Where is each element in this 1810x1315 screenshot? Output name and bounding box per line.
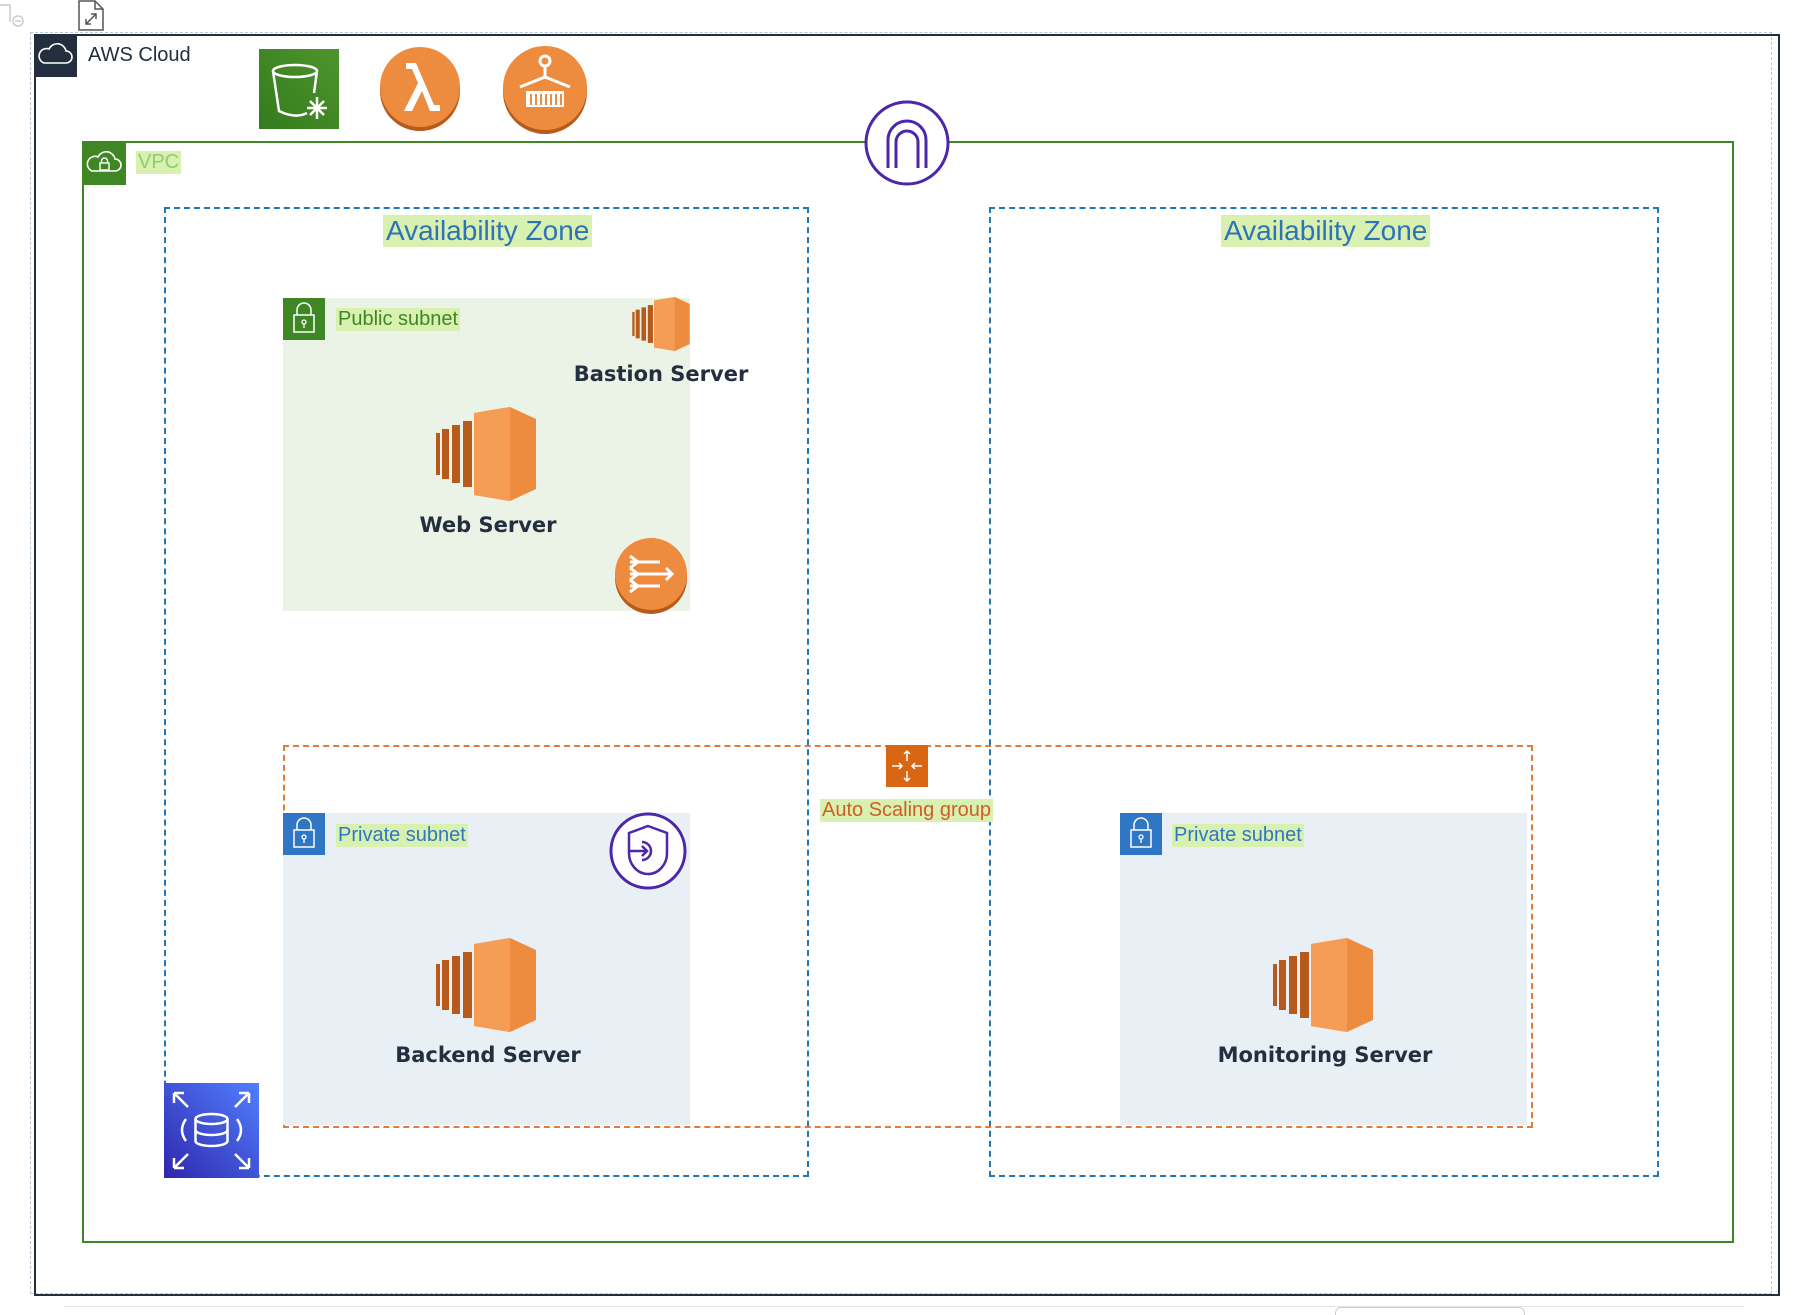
private-subnet-right-badge bbox=[1120, 813, 1162, 855]
monitoring-server-ec2-icon[interactable] bbox=[1273, 938, 1373, 1032]
nat-gateway-icon[interactable] bbox=[612, 538, 690, 614]
vpc-cloud-lock-icon bbox=[86, 151, 122, 172]
aws-cloud-badge bbox=[34, 34, 77, 77]
backend-server-ec2-icon[interactable] bbox=[436, 938, 536, 1032]
availability-zone-right[interactable] bbox=[989, 207, 1659, 1177]
canvas-bottom-rule bbox=[64, 1306, 1744, 1307]
web-server-ec2-icon[interactable] bbox=[436, 407, 536, 501]
s3-glacier-icon[interactable] bbox=[259, 49, 339, 129]
availability-zone-left[interactable] bbox=[164, 207, 809, 1177]
cloud-icon bbox=[38, 43, 73, 64]
backend-server-label: Backend Server bbox=[395, 1043, 581, 1067]
horizontal-scrollbar[interactable] bbox=[1335, 1307, 1525, 1315]
public-subnet-label: Public subnet bbox=[336, 308, 461, 331]
auto-scaling-icon[interactable] bbox=[886, 745, 928, 787]
vpc-endpoint-shield-icon[interactable] bbox=[609, 812, 687, 890]
lambda-icon[interactable] bbox=[378, 47, 462, 131]
private-subnet-left-badge bbox=[283, 813, 325, 855]
internet-gateway-icon[interactable] bbox=[864, 100, 950, 186]
lock-icon bbox=[293, 817, 315, 848]
lock-icon bbox=[293, 302, 315, 333]
public-subnet-badge bbox=[283, 298, 325, 340]
vpc-badge bbox=[82, 141, 126, 185]
lock-icon bbox=[1130, 817, 1152, 848]
page-fragment-icon bbox=[0, 4, 24, 27]
page-edit-icon[interactable] bbox=[76, 0, 106, 32]
private-subnet-right-label: Private subnet bbox=[1172, 824, 1304, 847]
bastion-server-label: Bastion Server bbox=[573, 362, 749, 386]
canvas-frame bbox=[30, 32, 1772, 1294]
private-subnet-left-label: Private subnet bbox=[336, 824, 468, 847]
web-server-label: Web Server bbox=[419, 513, 557, 537]
monitoring-server-label: Monitoring Server bbox=[1217, 1043, 1433, 1067]
vpc-label: VPC bbox=[136, 151, 182, 174]
aws-cloud-label: AWS Cloud bbox=[88, 44, 191, 66]
availability-zone-right-label: Availability Zone bbox=[1221, 215, 1431, 247]
rds-database-icon[interactable] bbox=[164, 1083, 259, 1178]
auto-scaling-group-label: Auto Scaling group bbox=[820, 799, 994, 822]
bastion-server-ec2-icon[interactable] bbox=[632, 297, 690, 351]
availability-zone-left-label: Availability Zone bbox=[383, 215, 593, 247]
container-icon[interactable] bbox=[500, 46, 590, 134]
aws-cloud-group[interactable] bbox=[34, 34, 1780, 1296]
